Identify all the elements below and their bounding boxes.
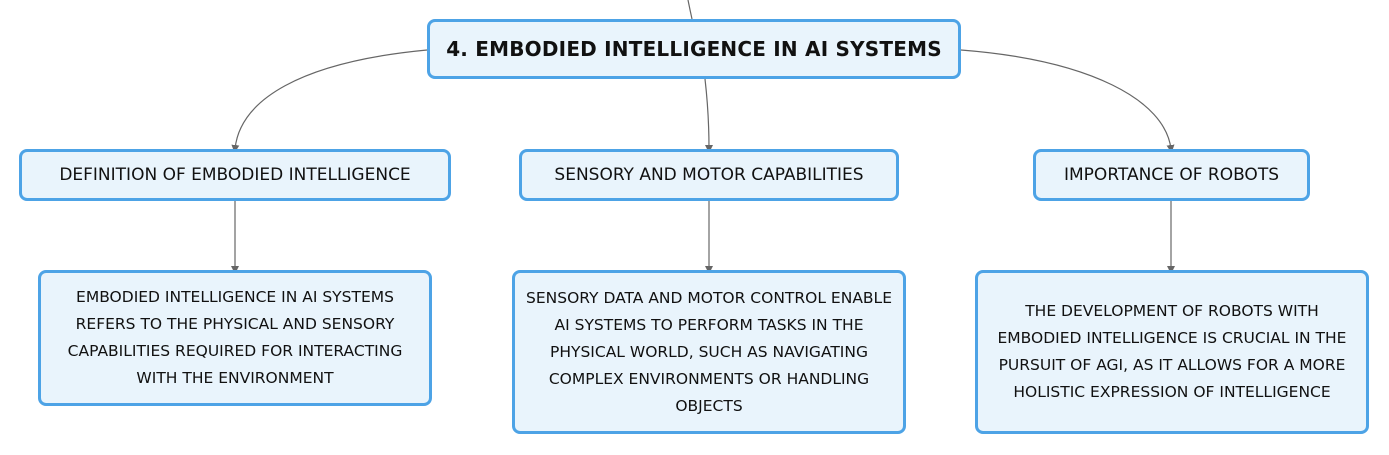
incoming-connector xyxy=(687,0,693,20)
root-topic-label: 4. EMBODIED INTELLIGENCE IN AI SYSTEMS xyxy=(446,37,942,61)
branch-node-sensory-motor[interactable]: SENSORY AND MOTOR CAPABILITIES xyxy=(519,149,899,201)
branch-label: SENSORY AND MOTOR CAPABILITIES xyxy=(554,165,864,185)
detail-node-definition[interactable]: EMBODIED INTELLIGENCE IN AI SYSTEMS REFE… xyxy=(38,270,432,406)
connector-root-to-branch-1 xyxy=(231,49,428,153)
detail-node-importance[interactable]: THE DEVELOPMENT OF ROBOTS WITH EMBODIED … xyxy=(975,270,1369,434)
branch-label: DEFINITION OF EMBODIED INTELLIGENCE xyxy=(59,165,411,185)
detail-text: EMBODIED INTELLIGENCE IN AI SYSTEMS REFE… xyxy=(67,288,403,387)
detail-node-sensory-motor[interactable]: SENSORY DATA AND MOTOR CONTROL ENABLE AI… xyxy=(512,270,906,434)
detail-text: SENSORY DATA AND MOTOR CONTROL ENABLE AI… xyxy=(526,288,892,415)
detail-text: THE DEVELOPMENT OF ROBOTS WITH EMBODIED … xyxy=(997,302,1347,401)
branch-node-importance[interactable]: IMPORTANCE OF ROBOTS xyxy=(1033,149,1310,201)
connector-root-to-branch-2 xyxy=(704,78,713,153)
root-topic-node[interactable]: 4. EMBODIED INTELLIGENCE IN AI SYSTEMS xyxy=(427,19,961,79)
branch-node-definition[interactable]: DEFINITION OF EMBODIED INTELLIGENCE xyxy=(19,149,451,201)
branch-label: IMPORTANCE OF ROBOTS xyxy=(1064,165,1279,185)
connector-root-to-branch-3 xyxy=(960,49,1175,153)
